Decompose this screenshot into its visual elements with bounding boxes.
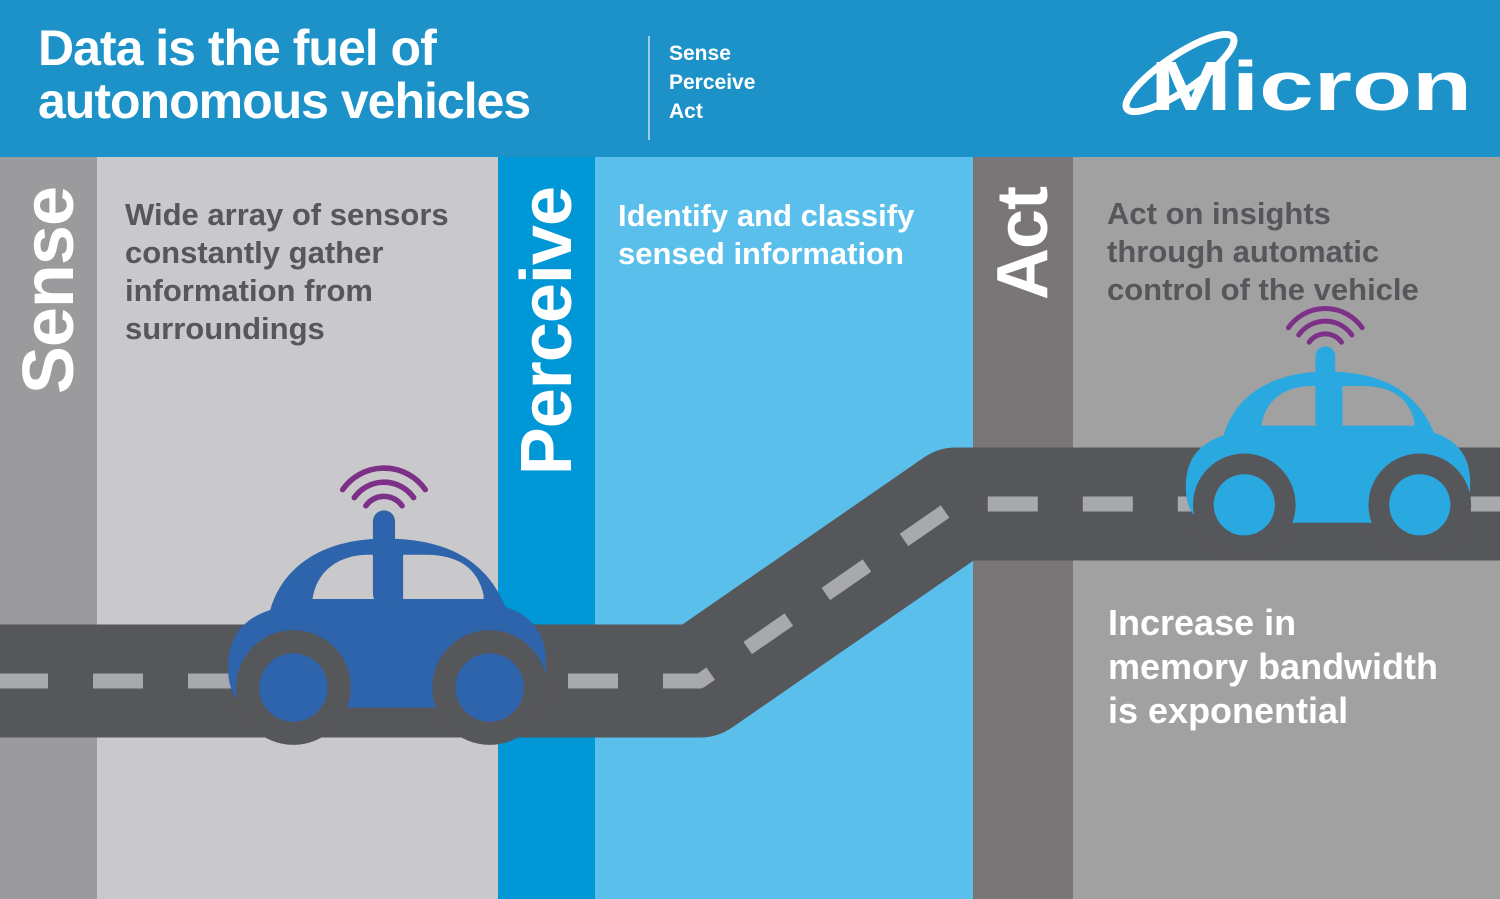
micron-logo: Micron — [1122, 30, 1472, 125]
car-wheel-hub — [1213, 474, 1275, 536]
sense-description: Wide array of sensors constantly gather … — [125, 197, 449, 346]
car-wheel-hub — [259, 653, 328, 722]
header-banner: Data is the fuel of autonomous vehicles … — [0, 0, 1500, 157]
car-antenna — [372, 510, 396, 605]
micron-orbit-icon — [1122, 30, 1238, 116]
step-perceive: Perceive — [669, 71, 756, 94]
memory-bandwidth-note: Increase in memory bandwidth is exponent… — [1108, 602, 1439, 731]
autonomous-car-icon — [228, 465, 547, 745]
act-description: Act on insights through automatic contro… — [1107, 196, 1419, 307]
wifi-signal-icon — [1285, 306, 1365, 345]
car-window-front — [1261, 386, 1319, 426]
perceive-vertical-label: Perceive — [506, 187, 587, 476]
perceive-panel: Identify and classify sensed information — [595, 157, 973, 899]
micron-logo-text: Micron — [1150, 47, 1472, 125]
act-vertical-label: Act — [983, 187, 1063, 301]
car-window-rear — [403, 554, 484, 599]
car-window-rear — [1342, 386, 1415, 426]
autonomous-car-icon — [1185, 306, 1472, 557]
sense-column-strip: Sense — [0, 157, 97, 899]
act-column-strip: Act — [973, 157, 1073, 899]
steps-list: Sense Perceive Act — [669, 39, 755, 126]
car-wheel-hub — [455, 653, 524, 722]
header-divider — [648, 36, 650, 140]
sense-vertical-label: Sense — [8, 187, 89, 395]
step-sense: Sense — [669, 42, 731, 65]
perceive-description: Identify and classify sensed information — [618, 198, 915, 271]
car-wheel-hub — [1389, 474, 1451, 536]
step-act: Act — [669, 100, 703, 123]
car-antenna — [1315, 346, 1336, 431]
page-title: Data is the fuel of autonomous vehicles — [38, 20, 531, 129]
wifi-signal-icon — [339, 465, 429, 509]
